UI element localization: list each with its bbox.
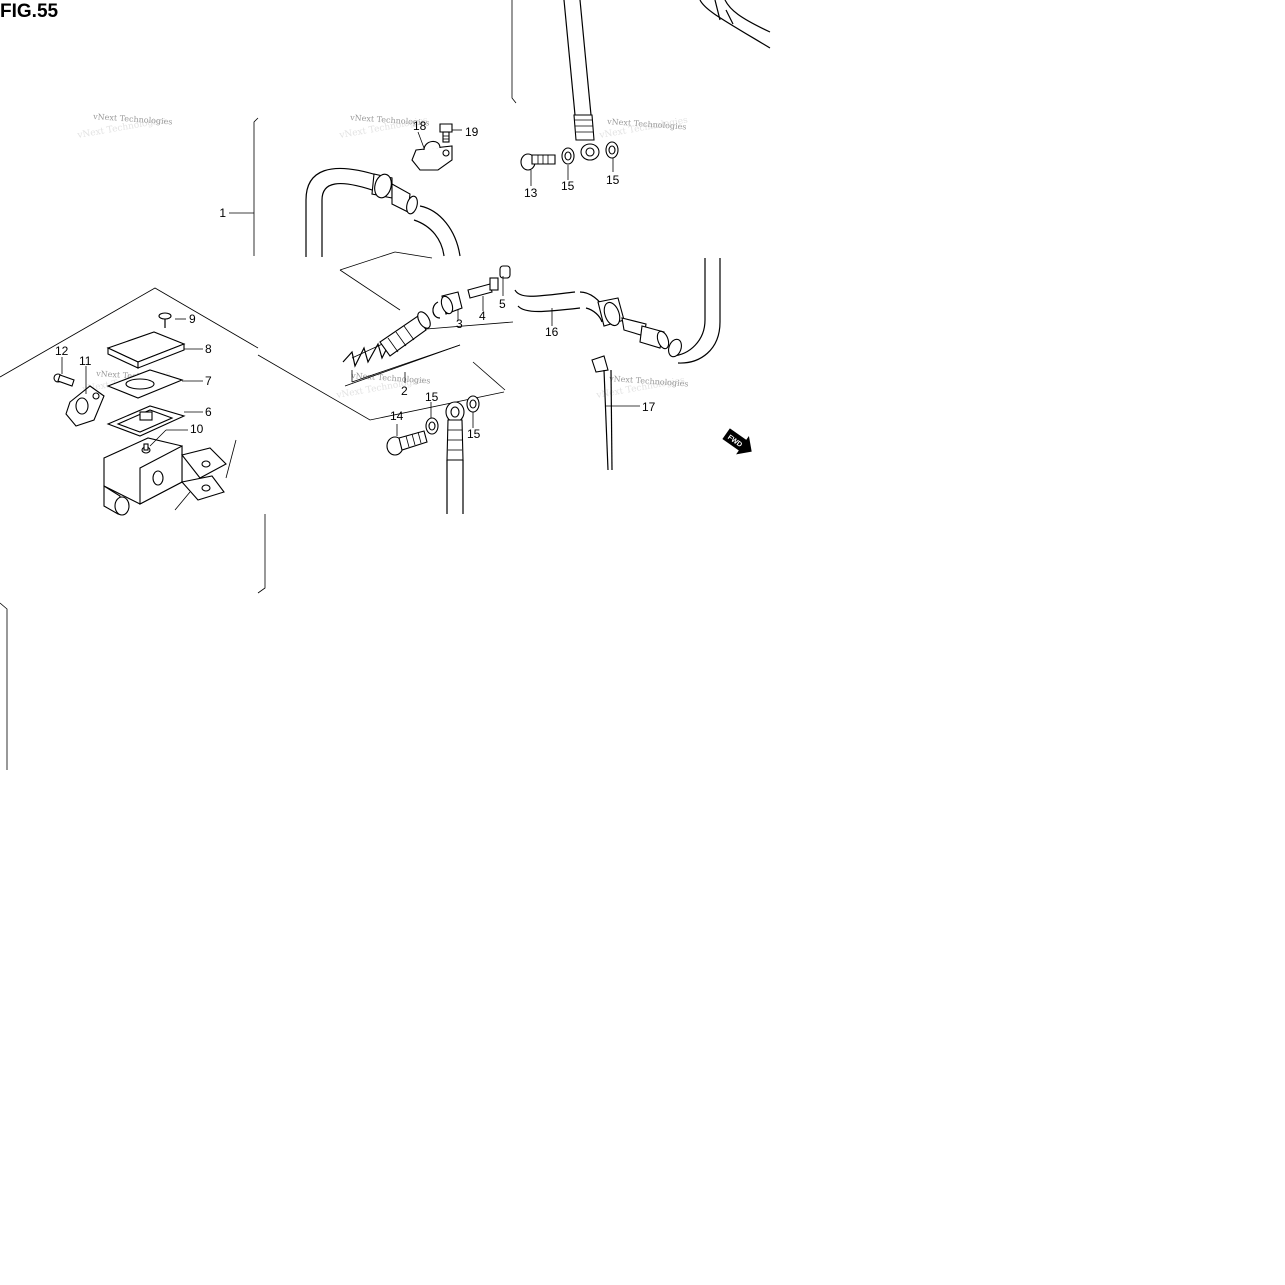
master-cylinder [103,437,237,516]
callout-1[interactable]: 1 [219,206,226,220]
hose-fittings [371,114,682,461]
screw-9 [158,312,172,328]
bolt-13 [520,153,556,171]
push-rod-4 [467,277,499,299]
callout-4[interactable]: 4 [479,309,486,323]
callout-14[interactable]: 14 [390,409,404,423]
joint-5 [499,265,511,279]
callout-19[interactable]: 19 [465,125,479,139]
callout-6[interactable]: 6 [205,405,212,419]
callout-15-c[interactable]: 15 [425,390,439,404]
callout-8[interactable]: 8 [205,342,212,356]
callout-17[interactable]: 17 [642,400,656,414]
brake-hoses [305,0,771,514]
callouts: 1 2 3 4 5 6 7 8 9 10 11 12 13 14 15 15 1… [55,119,656,441]
bolt-14 [386,430,428,456]
washers-15 [425,141,619,435]
callout-15-a[interactable]: 15 [561,179,575,193]
cable-tie-17 [591,355,613,471]
clamp-11 [65,385,105,427]
bleeder-10 [141,443,151,454]
callout-9[interactable]: 9 [189,312,196,326]
circlip-3 [432,291,463,319]
callout-16[interactable]: 16 [545,325,559,339]
callout-18[interactable]: 18 [413,119,427,133]
callout-11[interactable]: 11 [79,354,92,368]
callout-5[interactable]: 5 [499,297,506,311]
callout-13[interactable]: 13 [524,186,538,200]
plate-7 [106,369,184,399]
clamp-18 [411,140,453,171]
diaphragm-6 [106,405,186,437]
reservoir-cap-8 [106,331,186,369]
fwd-direction-badge: FWD [722,428,752,455]
arrow-right-icon [722,428,752,455]
leader-lines [61,129,640,447]
callout-2[interactable]: 2 [401,384,408,398]
callout-15-b[interactable]: 15 [606,173,620,187]
callout-12[interactable]: 12 [55,344,69,358]
callout-3[interactable]: 3 [456,317,463,331]
callout-10[interactable]: 10 [190,422,204,436]
figure-title: FIG.55 [0,1,59,22]
callout-7[interactable]: 7 [205,374,212,388]
bolt-12 [53,373,75,387]
piston-assembly-2 [342,311,431,368]
callout-15-d[interactable]: 15 [467,427,481,441]
frame-lines [0,0,517,770]
bolt-19 [439,123,453,143]
